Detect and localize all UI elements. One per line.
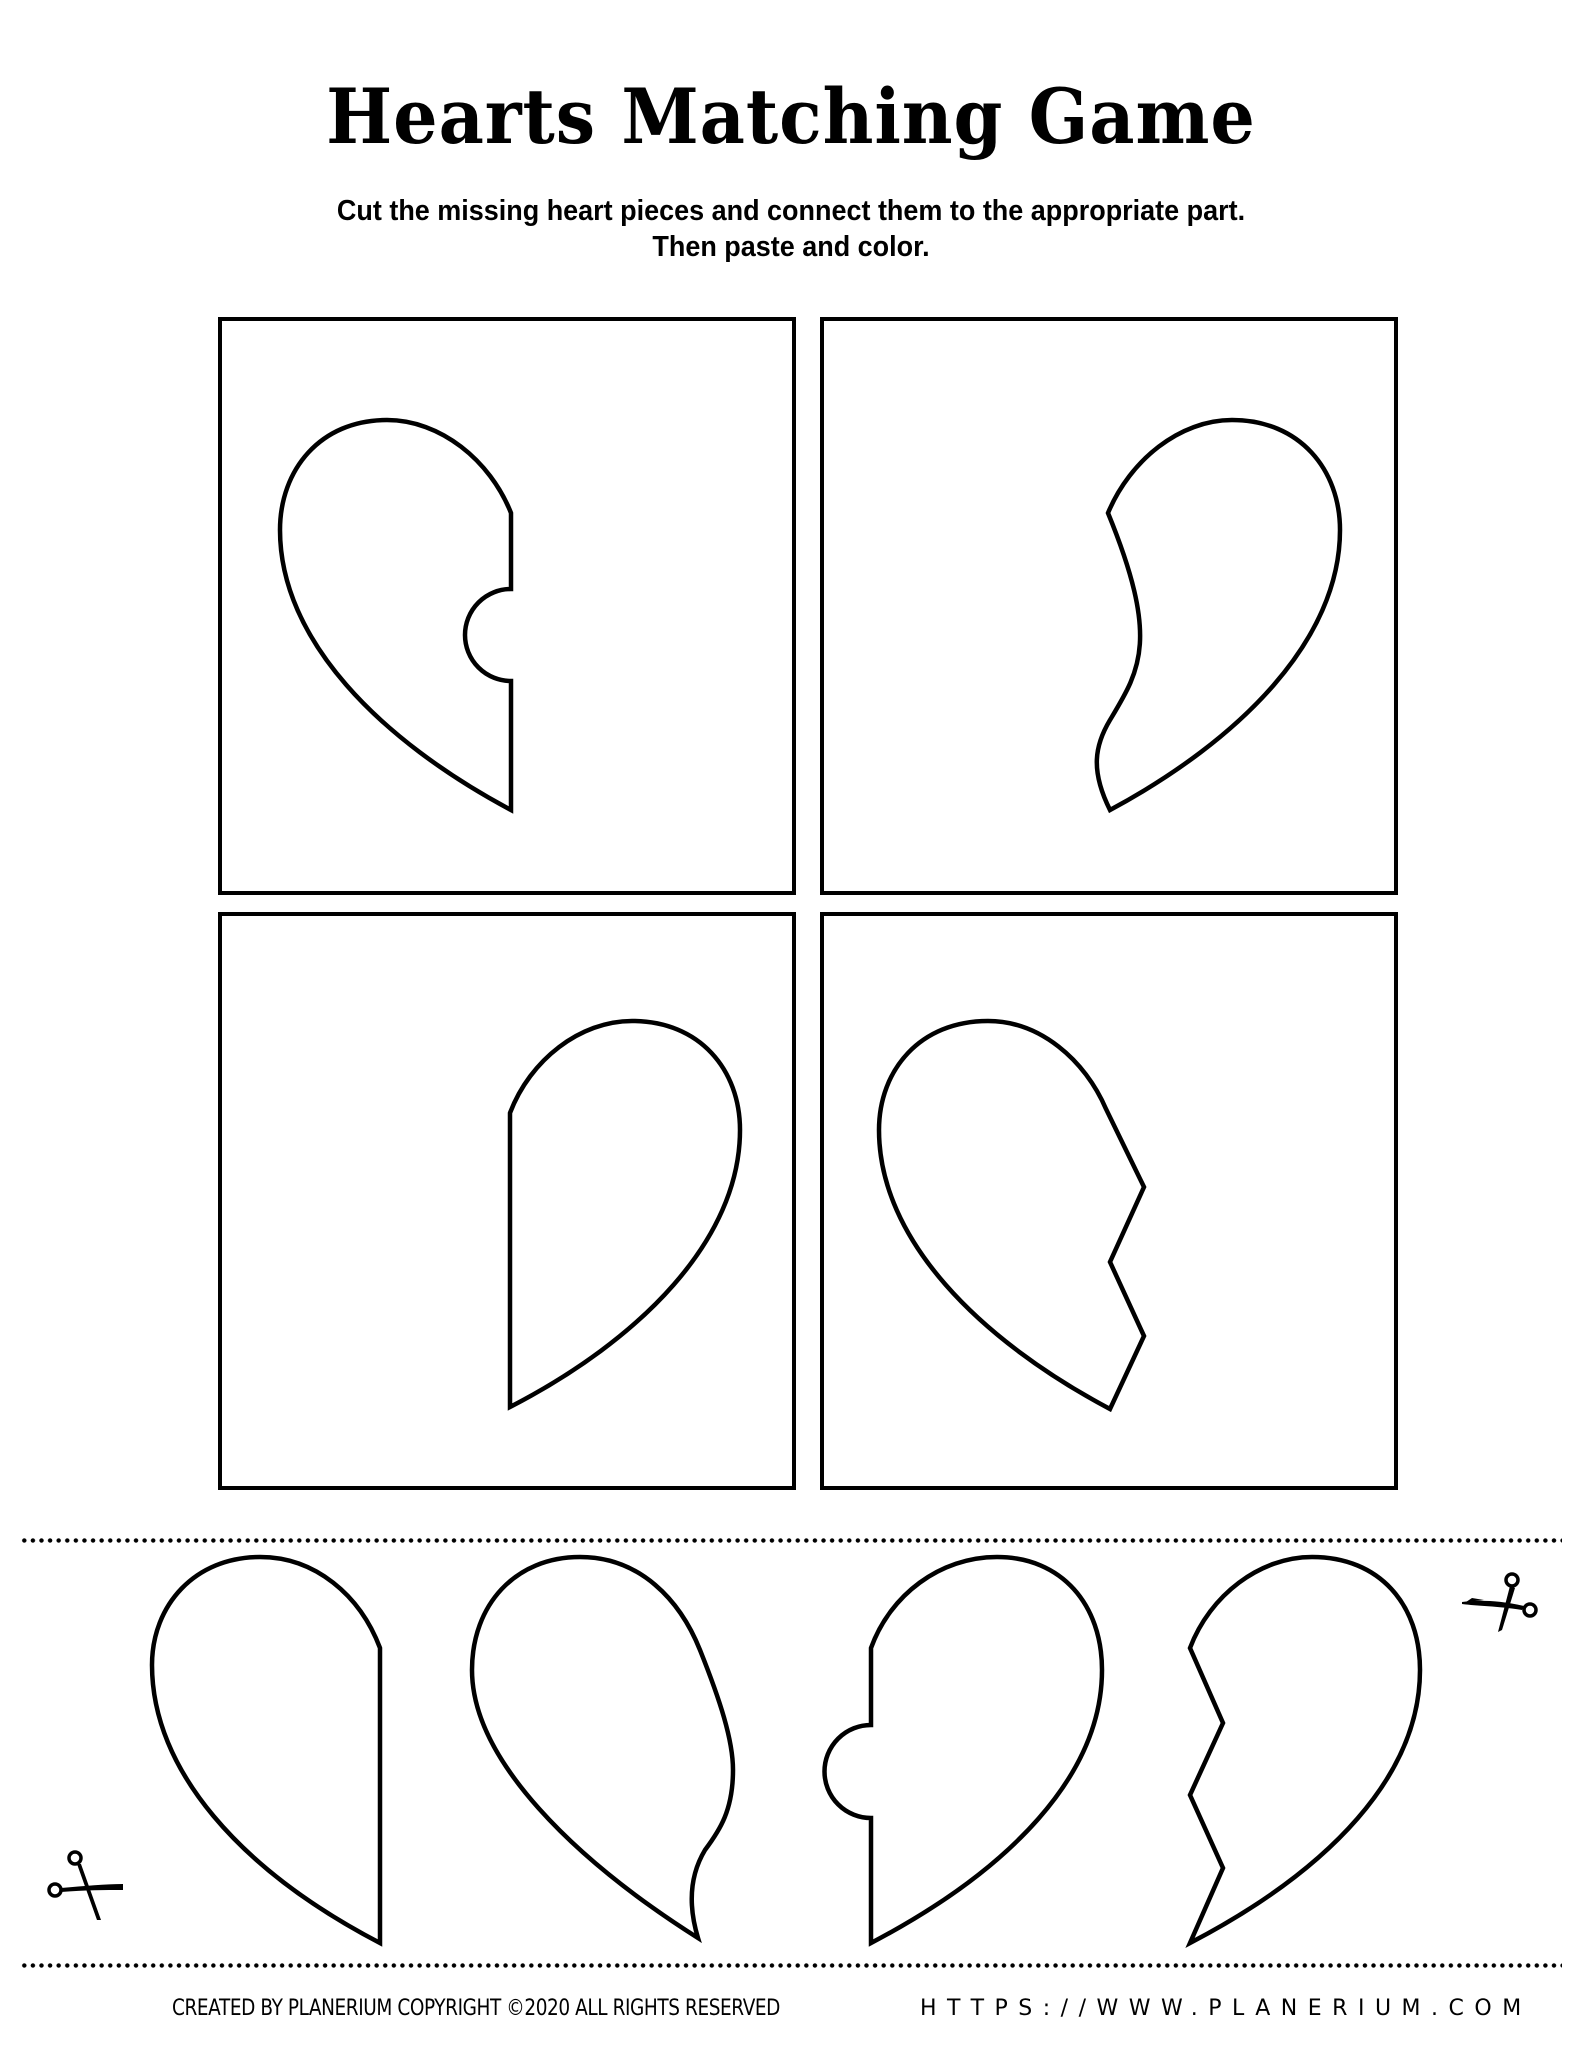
cut-line-bottom	[20, 1963, 1562, 1968]
cutout-piece-tab-right[interactable]	[822, 1554, 1105, 1947]
scissors-icon	[1462, 1572, 1538, 1632]
heart-piece-straight-right	[507, 1018, 743, 1411]
footer-credit: CREATED BY PLANERIUM COPYRIGHT ©2020 ALL…	[172, 1996, 780, 2021]
instruction-line-2: Then paste and color.	[652, 231, 930, 263]
heart-piece-wavy-right	[1094, 417, 1343, 814]
instruction-line-1: Cut the missing heart pieces and connect…	[336, 195, 1246, 227]
cutout-piece-straight-left[interactable]	[149, 1554, 383, 1947]
cut-line-top	[20, 1538, 1562, 1543]
scissors-icon	[47, 1850, 123, 1920]
cutout-piece-wavy-left[interactable]	[469, 1554, 736, 1944]
heart-piece-notched-left	[277, 417, 514, 814]
cutout-piece-zigzag-right[interactable]	[1185, 1554, 1423, 1948]
instructions: Cut the missing heart pieces and connect…	[0, 193, 1582, 265]
page-title: Hearts Matching Game	[326, 72, 1256, 161]
heart-piece-zigzag-left	[876, 1018, 1147, 1413]
footer-url[interactable]: HTTPS://WWW.PLANERIUM.COM	[920, 1996, 1532, 2021]
